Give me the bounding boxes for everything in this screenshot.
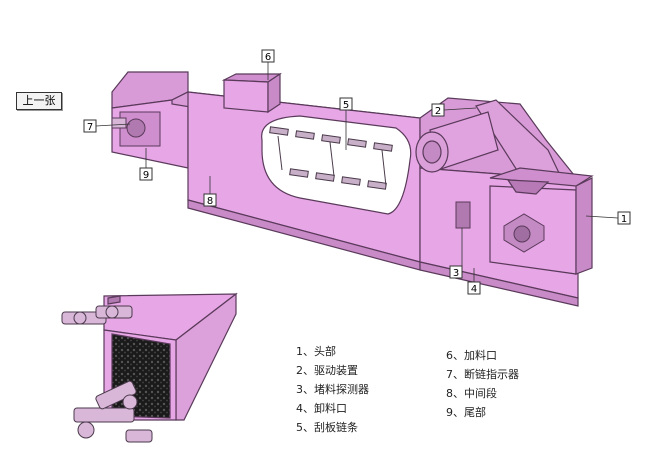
callout-6: 6	[265, 52, 271, 63]
legend-number: 9、	[446, 406, 464, 419]
legend-number: 5、	[296, 421, 314, 434]
legend-text: 断链指示器	[464, 368, 519, 381]
legend-text: 刮板链条	[314, 421, 358, 434]
callout-9: 9	[143, 170, 149, 181]
legend-text: 中间段	[464, 387, 497, 400]
legend-text: 头部	[314, 345, 336, 358]
callout-7: 7	[87, 122, 93, 133]
legend-item: 8、中间段	[446, 384, 519, 403]
legend-number: 2、	[296, 364, 314, 377]
legend-number: 4、	[296, 402, 314, 415]
callout-labels: 6 5 2 1 3 4 7 9 8	[83, 49, 631, 295]
head-sprocket	[503, 213, 545, 253]
legend-item: 7、断链指示器	[446, 365, 519, 384]
legend-item: 9、尾部	[446, 403, 519, 422]
callout-4: 4	[471, 284, 477, 295]
legend-number: 1、	[296, 345, 314, 358]
legend-text: 加料口	[464, 349, 497, 362]
blocking-detector	[455, 201, 471, 229]
legend-number: 8、	[446, 387, 464, 400]
callout-5: 5	[343, 100, 349, 111]
legend-number: 6、	[446, 349, 464, 362]
inset-chain	[61, 305, 153, 443]
callout-3: 3	[453, 268, 459, 279]
legend-text: 尾部	[464, 406, 486, 419]
legend-item: 3、堵料探测器	[296, 380, 369, 399]
legend-item: 4、卸料口	[296, 399, 369, 418]
legend-item: 1、头部	[296, 342, 369, 361]
legend-item: 5、刮板链条	[296, 418, 369, 437]
legend-text: 驱动装置	[314, 364, 358, 377]
cutaway-window	[261, 115, 412, 215]
legend-number: 7、	[446, 368, 464, 381]
callout-1: 1	[621, 214, 627, 225]
tail-sprocket	[111, 111, 161, 147]
prev-image-button[interactable]: 上一张	[16, 92, 62, 110]
drive-motor	[415, 111, 499, 173]
legend-item: 2、驱动装置	[296, 361, 369, 380]
scraper-chain	[269, 126, 393, 190]
legend-text: 卸料口	[314, 402, 347, 415]
legend-text: 堵料探测器	[314, 383, 369, 396]
callout-8: 8	[207, 196, 213, 207]
legend-number: 3、	[296, 383, 314, 396]
callout-2: 2	[435, 106, 441, 117]
leader-lines	[95, 62, 619, 282]
legend-item: 6、加料口	[446, 346, 519, 365]
